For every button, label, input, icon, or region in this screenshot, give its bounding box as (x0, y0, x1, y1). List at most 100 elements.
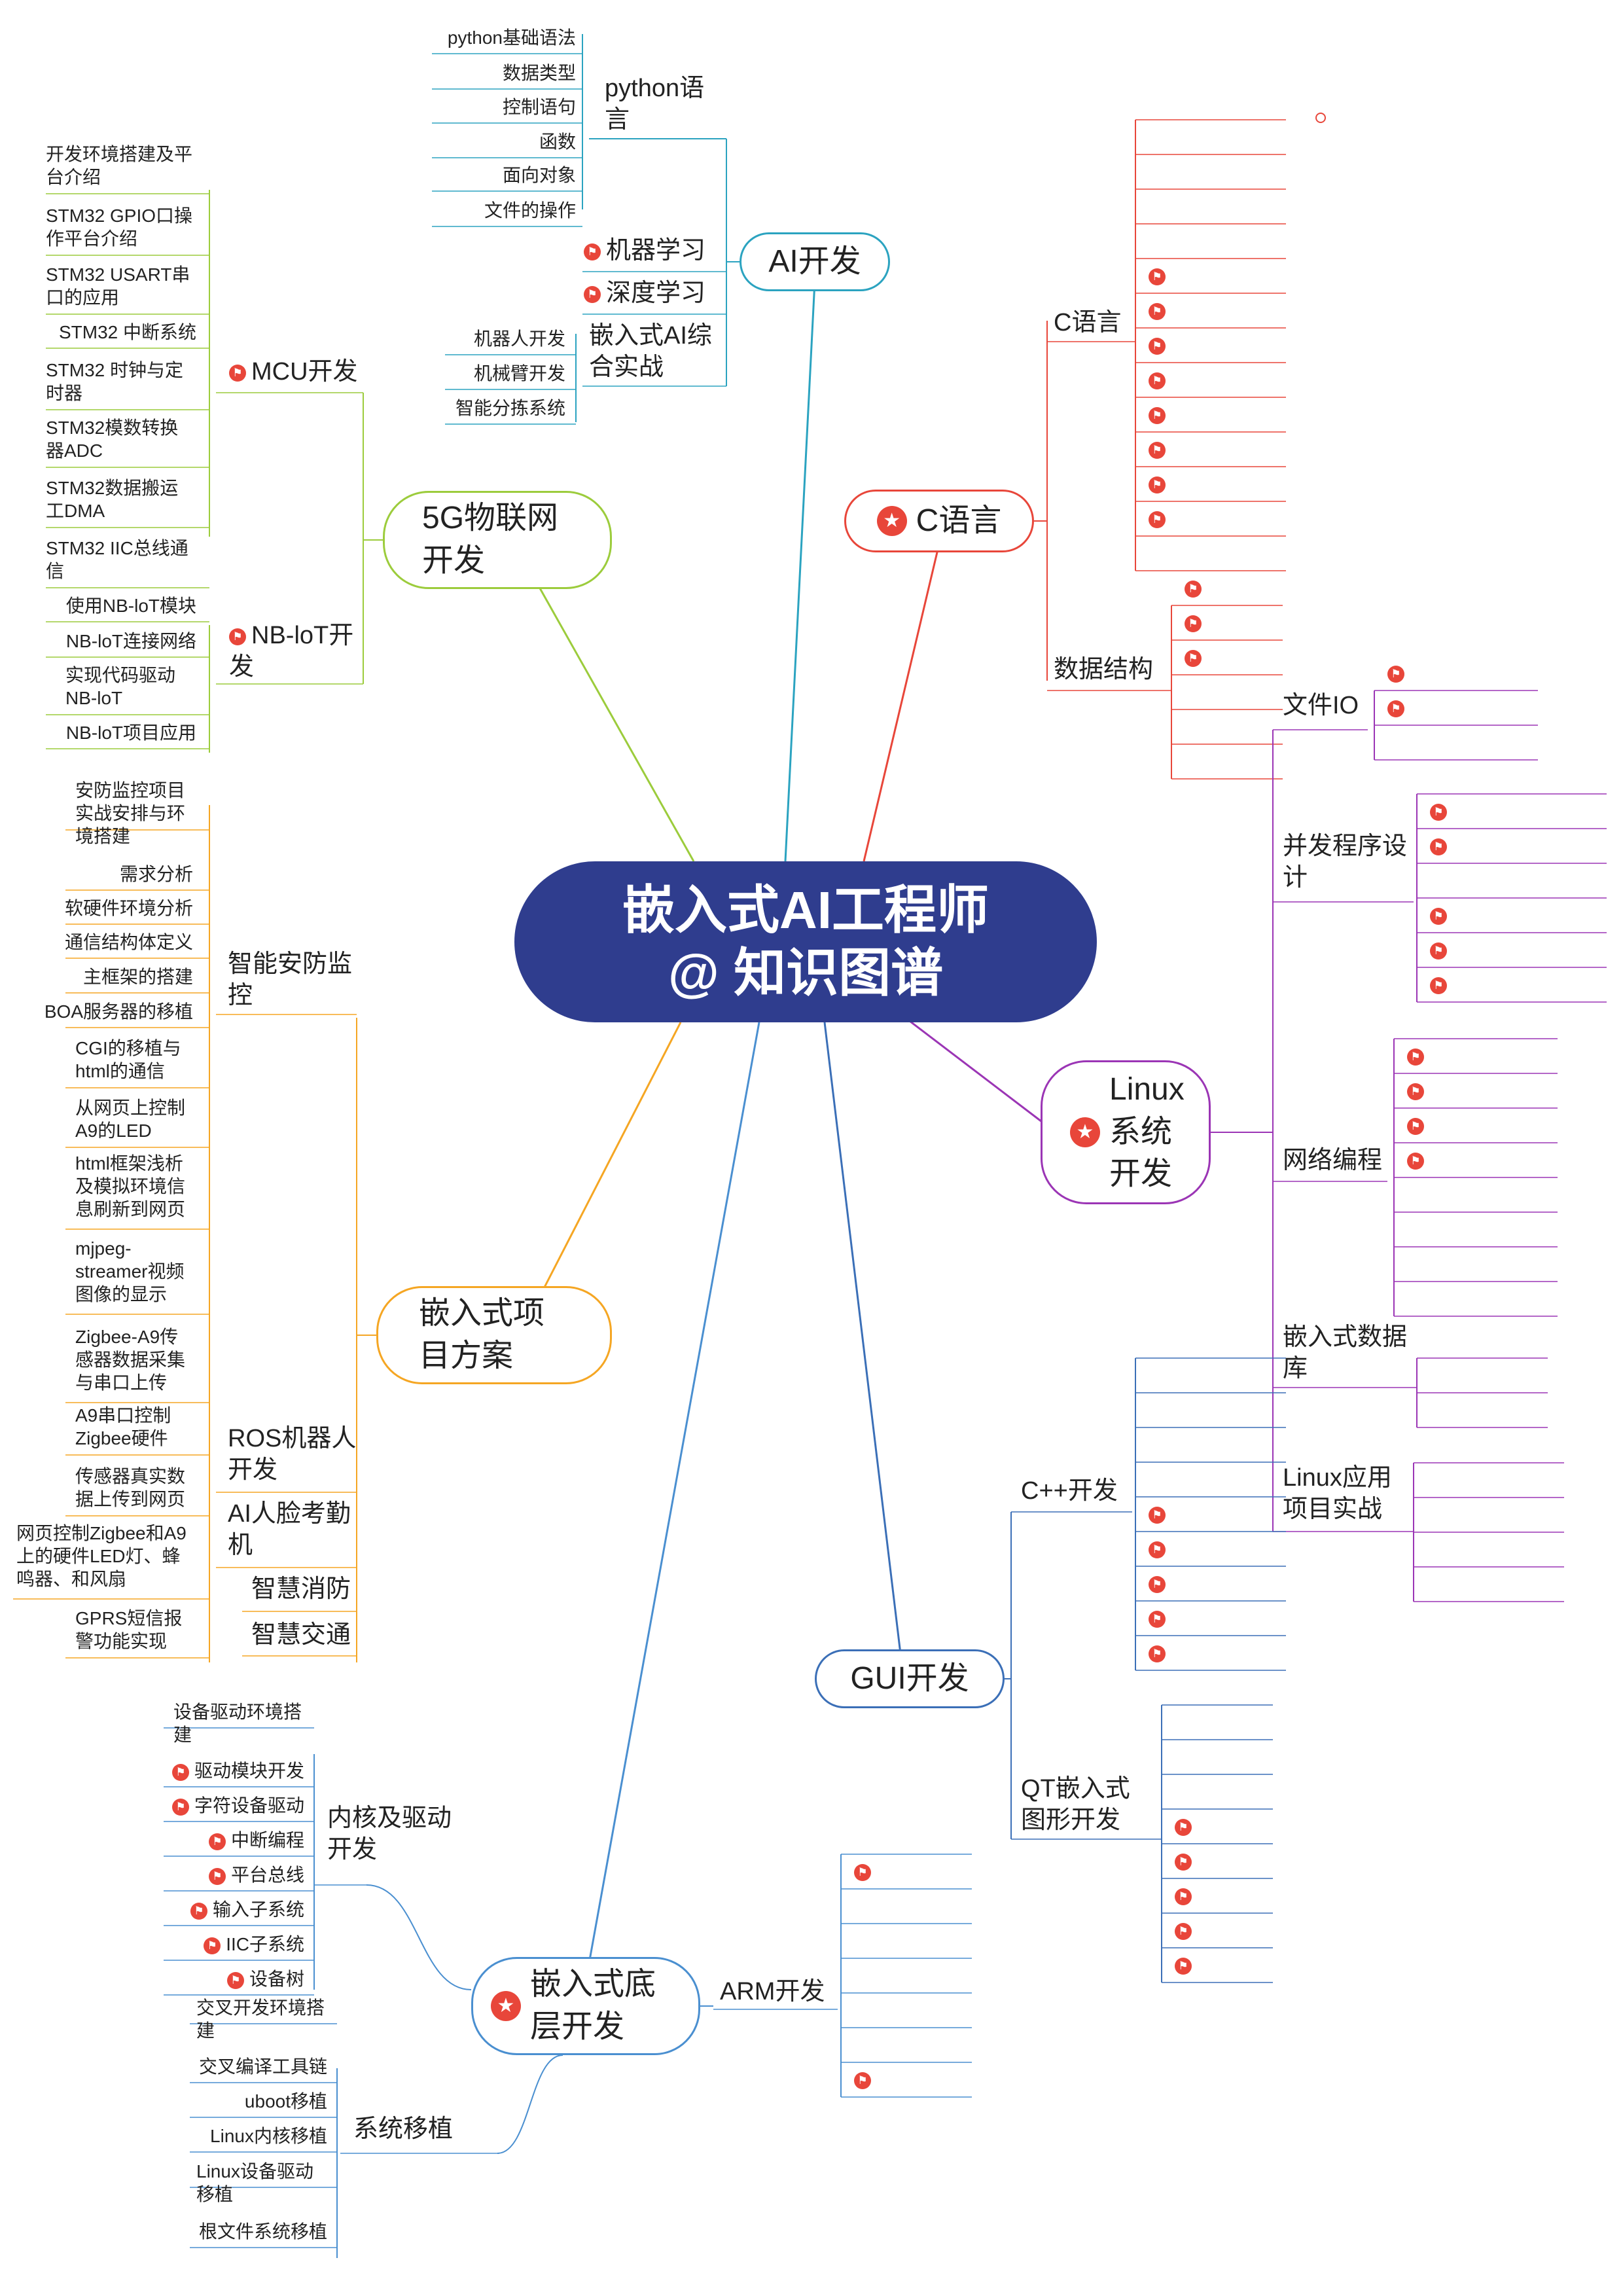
leaf-node[interactable]: A9串口控制Zigbee硬件 (75, 1404, 193, 1450)
leaf-node[interactable]: ⚑ (1407, 1044, 1571, 1067)
linux-conc-node[interactable]: 并发程序设计 (1283, 831, 1414, 893)
leaf-node[interactable]: mjpeg-streamer视频图像的显示 (75, 1237, 193, 1306)
leaf-node[interactable]: STM32 IIC总线通信 (46, 537, 196, 583)
bottom-kernel-node[interactable]: 内核及驱动开发 (327, 1803, 471, 1865)
leaf-node[interactable]: 设备驱动环境搭建 (173, 1700, 304, 1746)
project-fire-node[interactable]: 智慧消防 (251, 1574, 351, 1605)
leaf-node[interactable]: ⚑ (1430, 973, 1620, 996)
branch-project[interactable]: 嵌入式项目方案 (376, 1286, 612, 1384)
leaf-node[interactable]: ⚑ (1149, 1641, 1299, 1664)
leaf-node[interactable]: 面向对象 (503, 164, 576, 187)
leaf-node[interactable]: Zigbee-A9传感器数据采集与串口上传 (75, 1325, 193, 1394)
leaf-node[interactable]: ⚑ (1175, 1814, 1286, 1837)
c-lang-node[interactable]: C语言 (1054, 308, 1121, 339)
branch-bottom[interactable]: ★嵌入式底层开发 (471, 1957, 700, 2055)
leaf-node[interactable]: uboot移植 (245, 2090, 327, 2113)
leaf-node[interactable]: 函数 (539, 130, 576, 153)
project-traffic-node[interactable]: 智慧交通 (251, 1620, 351, 1651)
leaf-node[interactable]: ⚑ (854, 2068, 985, 2090)
leaf-node[interactable]: 控制语句 (503, 96, 576, 118)
leaf-node[interactable]: ⚑ (1175, 1918, 1286, 1941)
branch-iot[interactable]: 5G物联网开发 (383, 491, 612, 589)
leaf-node[interactable]: 安防监控项目实战安排与环境搭建 (75, 779, 193, 848)
leaf-node[interactable]: 从网页上控制A9的LED (75, 1096, 193, 1142)
leaf-node[interactable]: STM32 USART串口的应用 (46, 263, 196, 309)
leaf-node[interactable]: ⚑ (1430, 799, 1620, 822)
leaf-node[interactable]: ⚑ (854, 1859, 985, 1882)
leaf-node[interactable]: 交叉编译工具链 (199, 2055, 327, 2078)
project-face-node[interactable]: AI人脸考勤机 (228, 1499, 359, 1561)
ai-dl-node[interactable]: ⚑深度学习 (584, 278, 705, 310)
c-ds-node[interactable]: 数据结构 (1054, 655, 1153, 686)
leaf-node[interactable]: STM32数据搬运工DMA (46, 476, 196, 522)
leaf-node[interactable]: 开发环境搭建及平台介绍 (46, 143, 196, 188)
leaf-node[interactable]: 需求分析 (120, 863, 193, 886)
leaf-node[interactable]: ⚑ (1175, 1884, 1286, 1907)
linux-app-node[interactable]: Linux应用项目实战 (1283, 1463, 1414, 1525)
leaf-node[interactable]: 智能分拣系统 (455, 397, 565, 420)
leaf-node[interactable]: ⚑ (1387, 696, 1551, 719)
leaf-node[interactable]: 通信结构体定义 (65, 931, 193, 954)
leaf-node[interactable]: STM32 GPIO口操作平台介绍 (46, 204, 196, 250)
leaf-node[interactable]: STM32模数转换器ADC (46, 416, 196, 462)
leaf-node[interactable]: ⚑ (1149, 1606, 1299, 1629)
leaf-node[interactable]: ⚑ (1430, 834, 1620, 857)
leaf-node[interactable]: ⚑ (1430, 903, 1620, 926)
linux-db-node[interactable]: 嵌入式数据库 (1283, 1322, 1414, 1384)
central-topic[interactable]: 嵌入式AI工程师 @ 知识图谱 (514, 861, 1097, 1022)
leaf-node[interactable]: 交叉开发环境搭建 (196, 1996, 327, 2042)
leaf-node[interactable]: ⚑ (1149, 1537, 1299, 1560)
leaf-node[interactable]: 使用NB-loT模块 (66, 594, 196, 617)
ai-ml-node[interactable]: ⚑机器学习 (584, 236, 705, 267)
leaf-node[interactable]: ⚑ (1387, 661, 1551, 684)
ai-python-node[interactable]: python语言 (605, 73, 722, 135)
leaf-node[interactable]: ⚑ (1149, 1571, 1299, 1594)
leaf-node[interactable]: 主框架的搭建 (83, 965, 193, 988)
branch-c[interactable]: ★C语言 (844, 490, 1034, 552)
leaf-node[interactable]: ⚑设备树 (226, 1967, 304, 1990)
project-security-node[interactable]: 智能安防监控 (228, 949, 359, 1011)
leaf-node[interactable]: html框架浅析及模拟环境信息刷新到网页 (75, 1152, 193, 1221)
leaf-node[interactable]: ⚑ (1149, 298, 1299, 321)
branch-ai[interactable]: AI开发 (740, 232, 890, 291)
leaf-node[interactable]: ⚑ (1149, 437, 1299, 460)
leaf-node[interactable]: python基础语法 (448, 26, 576, 49)
leaf-node[interactable]: ⚑输入子系统 (190, 1898, 304, 1921)
leaf-node[interactable]: 网页控制Zigbee和A9上的硬件LED灯、蜂鸣器、和风扇 (16, 1522, 193, 1590)
leaf-node[interactable]: ⚑中断编程 (208, 1829, 304, 1852)
branch-linux[interactable]: ★Linux系统开发 (1041, 1060, 1211, 1204)
branch-gui[interactable]: GUI开发 (815, 1649, 1005, 1708)
leaf-node[interactable]: ⚑ (1149, 264, 1299, 287)
leaf-node[interactable]: ⚑ (1407, 1079, 1571, 1102)
leaf-node[interactable]: 机器人开发 (474, 327, 565, 350)
leaf-node[interactable]: ⚑字符设备驱动 (171, 1794, 304, 1817)
leaf-node[interactable]: ⚑ (1149, 403, 1299, 425)
leaf-node[interactable]: 数据类型 (503, 62, 576, 84)
leaf-node[interactable]: 机械臂开发 (474, 362, 565, 385)
leaf-node[interactable]: ⚑ (1149, 368, 1299, 391)
linux-net-node[interactable]: 网络编程 (1283, 1145, 1382, 1177)
leaf-node[interactable]: STM32 时钟与定时器 (46, 359, 196, 404)
leaf-node[interactable]: ⚑驱动模块开发 (171, 1759, 304, 1782)
leaf-node[interactable]: ⚑ (1149, 472, 1299, 495)
iot-mcu-node[interactable]: ⚑MCU开发 (229, 357, 358, 388)
leaf-node[interactable]: BOA服务器的移植 (45, 1000, 193, 1023)
leaf-node[interactable]: NB-loT连接网络 (66, 630, 196, 653)
leaf-node[interactable]: ⚑ (1407, 1113, 1571, 1136)
leaf-node[interactable]: NB-loT项目应用 (66, 721, 196, 744)
gui-qt-node[interactable]: QT嵌入式图形开发 (1021, 1774, 1152, 1836)
leaf-node[interactable]: ⚑ (1185, 645, 1296, 668)
bottom-arm-node[interactable]: ARM开发 (720, 1977, 825, 2008)
leaf-node[interactable]: CGI的移植与html的通信 (75, 1037, 193, 1083)
leaf-node[interactable]: ⚑IIC子系统 (204, 1933, 304, 1956)
leaf-node[interactable]: Linux设备驱动移植 (196, 2160, 327, 2206)
leaf-node[interactable]: 软硬件环境分析 (65, 897, 193, 920)
ai-project-node[interactable]: 嵌入式AI综合实战 (589, 321, 733, 383)
leaf-node[interactable]: ⚑ (1175, 1849, 1286, 1872)
leaf-node[interactable]: ⚑ (1185, 576, 1296, 599)
leaf-node[interactable]: 文件的操作 (484, 199, 576, 222)
gui-cpp-node[interactable]: C++开发 (1021, 1476, 1118, 1507)
leaf-node[interactable]: 实现代码驱动NB-loT (65, 664, 196, 709)
iot-nbiot-node[interactable]: ⚑NB-loT开发 (229, 620, 373, 683)
leaf-node[interactable]: ⚑ (1175, 1953, 1286, 1976)
